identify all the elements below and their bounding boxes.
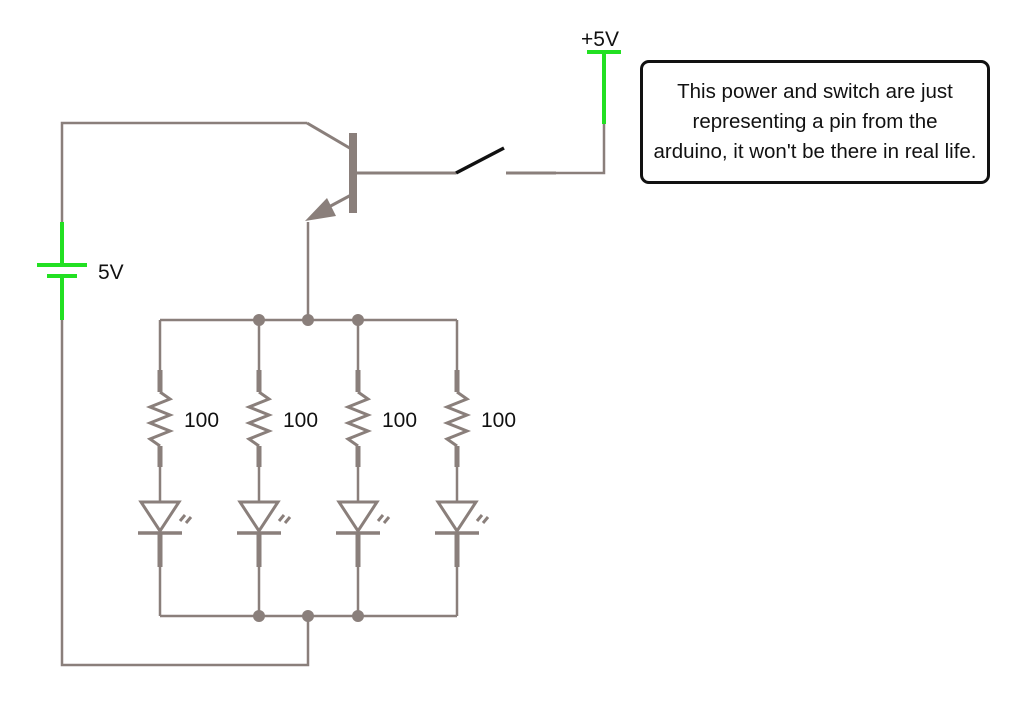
supply-label: +5V xyxy=(581,28,619,51)
supply-terminal: +5V xyxy=(581,28,621,124)
resistor-value-3: 100 xyxy=(382,409,417,432)
transistor-collector xyxy=(306,121,354,152)
junction-dot xyxy=(352,314,364,326)
junction-dot xyxy=(253,314,265,326)
branch-3 xyxy=(336,320,391,616)
led-triangle xyxy=(435,500,479,534)
npn-transistor xyxy=(305,121,456,221)
junction-dot xyxy=(352,610,364,622)
battery-label: 5V xyxy=(98,261,124,284)
wire-top-left xyxy=(60,121,307,222)
battery: 5V xyxy=(37,222,124,320)
led-emission-mark xyxy=(382,516,391,524)
led-emission-mark xyxy=(475,514,484,522)
resistor-value-2: 100 xyxy=(283,409,318,432)
led-emission-mark xyxy=(283,516,292,524)
led-emission-mark xyxy=(376,514,385,522)
led-emission-mark xyxy=(184,516,193,524)
resistor-zigzag xyxy=(343,390,373,448)
branch-2 xyxy=(237,320,292,616)
junctions xyxy=(253,314,364,622)
wire-bottom-left xyxy=(60,320,310,667)
resistor-value-4: 100 xyxy=(481,409,516,432)
resistor-zigzag xyxy=(442,390,472,448)
led-emission-mark xyxy=(481,516,490,524)
wire-switch-to-supply xyxy=(556,124,606,175)
resistor-zigzag xyxy=(244,390,274,448)
resistor-value-1: 100 xyxy=(184,409,219,432)
led-triangle xyxy=(237,500,281,534)
junction-dot xyxy=(302,314,314,326)
led-triangle xyxy=(336,500,380,534)
branch-1 xyxy=(138,320,193,616)
annotation-note: This power and switch are just represent… xyxy=(640,60,990,184)
junction-dot xyxy=(302,610,314,622)
transistor-emitter-arrow xyxy=(305,198,336,221)
led-emission-mark xyxy=(178,514,187,522)
resistor-zigzag xyxy=(145,390,175,448)
switch[interactable] xyxy=(455,146,556,175)
branch-4 xyxy=(435,320,490,616)
led-emission-mark xyxy=(277,514,286,522)
junction-dot xyxy=(253,610,265,622)
switch-blade xyxy=(455,146,505,175)
led-triangle xyxy=(138,500,182,534)
annotation-note-text: This power and switch are just represent… xyxy=(653,80,977,163)
